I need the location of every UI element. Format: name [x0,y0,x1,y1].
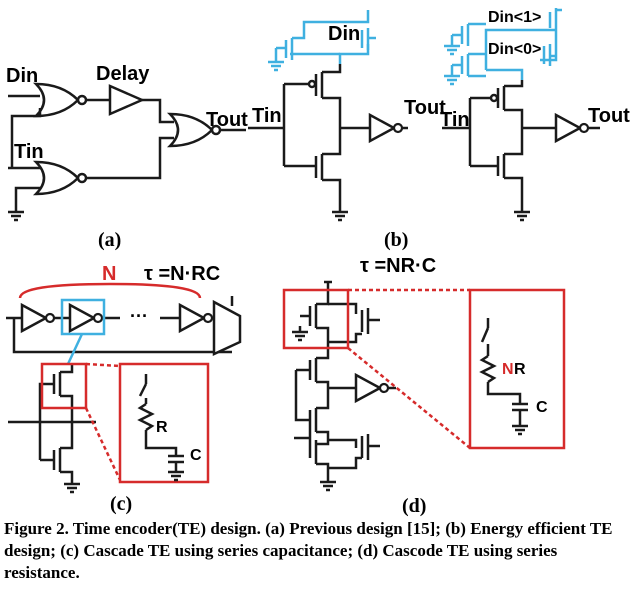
din-switch-b [274,10,376,64]
highlight-box-blue [60,298,106,336]
tin-label-b: Tin [252,105,282,127]
panel-c-label: (c) [110,493,132,515]
panel-c-cell [8,364,96,478]
panel-c [6,282,242,356]
delay-buffer [108,84,146,116]
tau-label-d: τ =NR·C [360,255,436,277]
panel-a-label: (a) [98,229,121,251]
panel-b2 [442,80,556,206]
tout-label-b2: Tout [588,105,630,127]
n-label-d: N [502,361,514,378]
nor-gate-bottom [32,160,80,196]
tin-label-a: Tin [14,141,44,163]
c-label-c: C [190,447,202,464]
panel-b-label: (b) [384,229,408,251]
zoom-box-c [118,362,210,484]
tin-label-b2: Tin [440,109,470,131]
highlight-box-red-c [40,362,88,410]
c-label-d: C [536,399,548,416]
zoom-box-d [468,288,566,450]
highlight-box-red-d [282,288,350,350]
dots-label: ··· [130,306,148,326]
tout-label-a: Tout [206,109,248,131]
r-label-d: R [514,361,526,378]
rc-detail [137,374,184,466]
din-label-b: Din [328,23,360,45]
tout-label-b: Tout [404,97,446,119]
din0-label: Din<0> [488,41,541,58]
nor-gate-top [32,82,80,118]
figure-caption: Figure 2. Time encoder(TE) design. (a) P… [4,519,613,582]
nr-detail [479,318,528,420]
nor-gate-output [166,112,214,148]
r-label-c: R [156,419,168,436]
din1-label: Din<1> [488,9,541,26]
panel-b [248,64,370,206]
panel-d-label: (d) [402,495,426,517]
n-label-c: N [102,263,116,285]
delay-label: Delay [96,63,150,85]
din-switches-b2 [450,8,562,80]
tau-label-c: τ =N·RC [144,263,220,285]
mux [212,299,242,356]
din-label-a: Din [6,65,38,87]
panel-d [294,280,380,476]
panel-a [8,82,246,206]
